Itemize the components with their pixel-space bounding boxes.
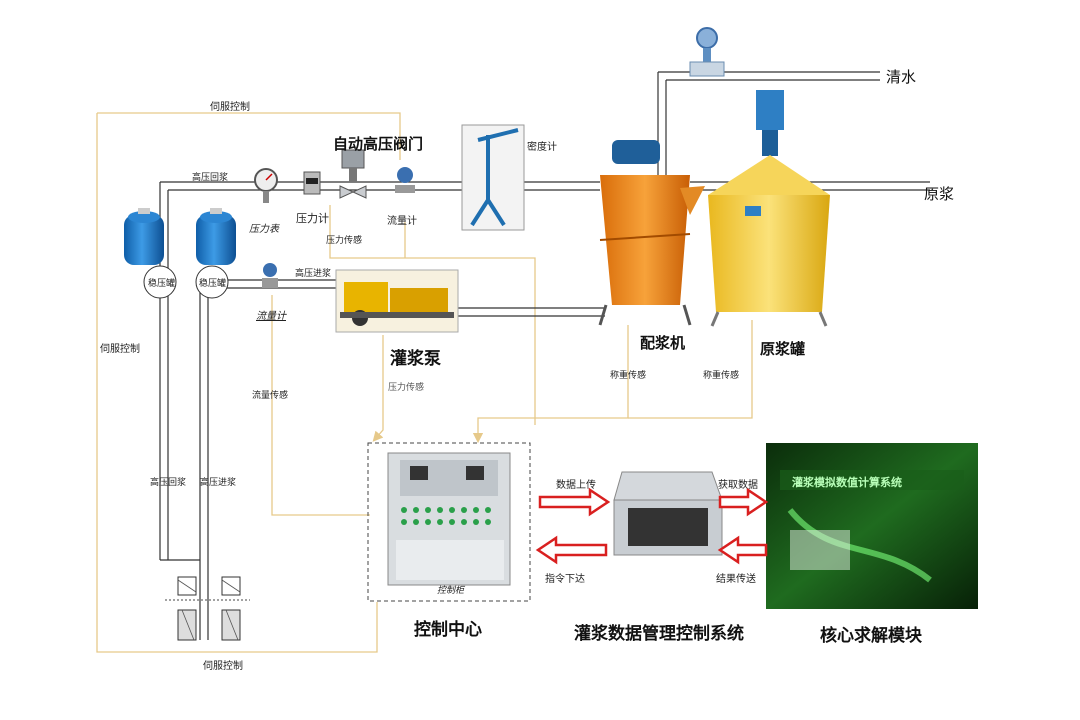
- mixer-machine-image: [598, 140, 705, 326]
- servo-line-top: [97, 112, 401, 160]
- software-title-text: 灌浆模拟数值计算系统: [792, 476, 902, 489]
- densimeter-label: 密度计: [527, 142, 557, 153]
- pressure-sensor-line: [372, 335, 384, 442]
- auto-valve-label: 自动高压阀门: [333, 135, 424, 153]
- data-management-device-image: [613, 471, 723, 556]
- flow-sensor-line: [271, 295, 370, 516]
- get-data-label: 获取数据: [718, 480, 758, 491]
- weight-sensor-line-right: [628, 320, 753, 419]
- arrows: [535, 487, 769, 565]
- pressure-meter-label: 压力计: [296, 212, 329, 225]
- grout-pump-image: [335, 269, 459, 333]
- core-module-screen-image: [766, 443, 978, 609]
- flow-sensor-label: 流量传感: [252, 391, 289, 401]
- control-cabinet-label: 控制柜: [437, 586, 465, 596]
- mixer-label: 配浆机: [640, 334, 686, 352]
- borehole: [165, 576, 250, 641]
- servo-control-bottom-label: 伺服控制: [203, 661, 243, 672]
- core-module-label: 核心求解模块: [820, 626, 922, 646]
- stabilizer-right-label: 稳压罐: [199, 279, 227, 289]
- flowmeter-top-icon: [395, 167, 415, 193]
- raw-tank-label: 原浆罐: [760, 340, 806, 358]
- pressure-meter-icon: [303, 171, 321, 195]
- stabilizer-left-label: 稳压罐: [148, 279, 176, 289]
- sensor-line-valve: [329, 205, 536, 425]
- arrow-data-upload: [538, 487, 611, 517]
- data-upload-label: 数据上传: [556, 480, 596, 491]
- stabilizer-tank-left: [124, 208, 177, 299]
- pressure-gauge-label: 压力表: [249, 224, 279, 235]
- servo-line-bottom: [96, 113, 378, 653]
- control-center-label: 控制中心: [414, 620, 482, 640]
- high-inlet-top-label: 高压进浆: [295, 269, 332, 279]
- control-cabinet-image: [387, 452, 511, 586]
- raw-slurry-label: 原浆: [924, 185, 955, 203]
- servo-control-top-label: 伺服控制: [210, 102, 250, 113]
- pressure-gauge-icon: [254, 168, 278, 203]
- densimeter-icon: [461, 124, 525, 231]
- raw-tank-image: [708, 90, 830, 327]
- servo-control-left-label: 伺服控制: [100, 344, 140, 355]
- command-down-label: 指令下达: [545, 574, 585, 585]
- high-return-vert-label: 高压回浆: [150, 478, 187, 488]
- high-inlet-vert-label: 高压进浆: [200, 478, 237, 488]
- arrow-get-data: [718, 487, 769, 517]
- flowmeter-top-label: 流量计: [387, 216, 417, 227]
- pressure-sensor-label: 压力传感: [388, 383, 425, 393]
- result-send-label: 结果传送: [716, 574, 756, 585]
- grout-pump-label: 灌浆泵: [390, 349, 441, 369]
- clean-water-label: 清水: [886, 68, 917, 86]
- high-return-top-label: 高压回浆: [192, 173, 229, 183]
- stabilizer-tank-right: [195, 208, 236, 299]
- arrow-result-send: [717, 535, 768, 565]
- flowmeter-bottom-label: 流量计: [256, 311, 286, 322]
- weight-sensor-line-left: [472, 325, 629, 444]
- management-system-label: 灌浆数据管理控制系统: [574, 624, 744, 644]
- auto-valve-icon: [339, 149, 367, 199]
- weight-sensor-left-label: 称重传感: [610, 371, 647, 381]
- arrow-command-down: [535, 535, 608, 565]
- clean-water-valve-icon: [689, 27, 725, 77]
- pressure-sensor-small-label: 压力传感: [326, 236, 363, 246]
- flowmeter-bottom-icon: [262, 263, 278, 288]
- weight-sensor-right-label: 称重传感: [703, 371, 740, 381]
- signal-lines: [96, 112, 753, 653]
- control-center-frame: [367, 442, 531, 602]
